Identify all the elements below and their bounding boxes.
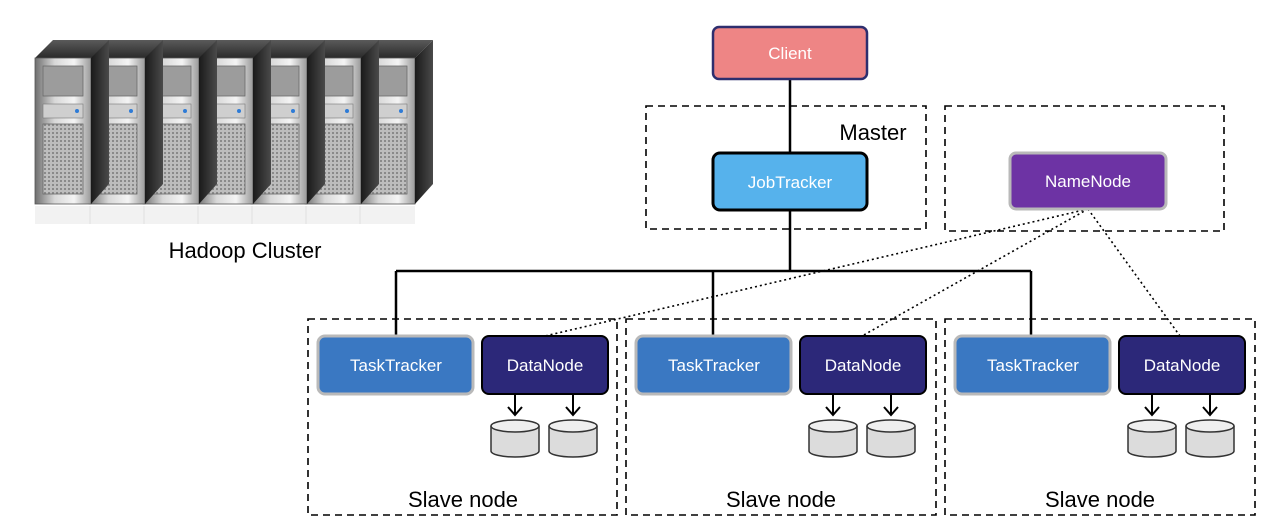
client-label: Client: [768, 44, 812, 63]
jobtracker-connectors: [394, 79, 1033, 336]
tasktracker-box: [316, 334, 475, 396]
slave-node-box-1: [307, 318, 618, 516]
cluster-label: Hadoop Cluster: [169, 238, 322, 263]
tasktracker-box: [953, 334, 1112, 396]
slave-node-box-3: [944, 318, 1256, 516]
tasktracker-node: TaskTracker: [316, 334, 475, 396]
namenode-box: [944, 105, 1225, 232]
disk-icon: [1127, 394, 1177, 458]
namenode-datanode-links: [544, 208, 1181, 337]
datanode-label: DataNode: [825, 356, 902, 375]
datanode-node: DataNode: [481, 335, 609, 395]
datanode-box: [799, 335, 927, 395]
disk-icon: [866, 394, 916, 458]
namenode-node: NameNode: [1008, 151, 1168, 211]
datanode-box: [481, 335, 609, 395]
master-label: Master: [839, 120, 906, 145]
master-box: [645, 105, 927, 230]
datanode-label: DataNode: [507, 356, 584, 375]
datanode-box: [1118, 335, 1246, 395]
disk-icon: [490, 394, 540, 458]
disk-icon: [548, 394, 598, 458]
disk-icon: [1185, 394, 1235, 458]
namenode-label: NameNode: [1045, 172, 1131, 191]
slave-node-label: Slave node: [1045, 487, 1155, 512]
datanode-node: DataNode: [1118, 335, 1246, 395]
datanode-label: DataNode: [1144, 356, 1221, 375]
tasktracker-label: TaskTracker: [987, 356, 1079, 375]
slave-node-label: Slave node: [408, 487, 518, 512]
jobtracker-box: [711, 151, 869, 212]
slave-node-box-2: [625, 318, 937, 516]
namenode-node-box: [1008, 151, 1168, 211]
server-rack-image: [34, 40, 433, 224]
tasktracker-node: TaskTracker: [634, 334, 793, 396]
tasktracker-label: TaskTracker: [668, 356, 760, 375]
tasktracker-label: TaskTracker: [350, 356, 442, 375]
client-node: Client: [711, 25, 869, 81]
jobtracker-label: JobTracker: [748, 173, 833, 192]
tasktracker-node: TaskTracker: [953, 334, 1112, 396]
disk-icon: [808, 394, 858, 458]
datanode-node: DataNode: [799, 335, 927, 395]
client-box: [711, 25, 869, 81]
jobtracker-node: JobTracker: [711, 151, 869, 212]
slave-node-label: Slave node: [726, 487, 836, 512]
server-tower-icon: [34, 40, 109, 224]
tasktracker-box: [634, 334, 793, 396]
